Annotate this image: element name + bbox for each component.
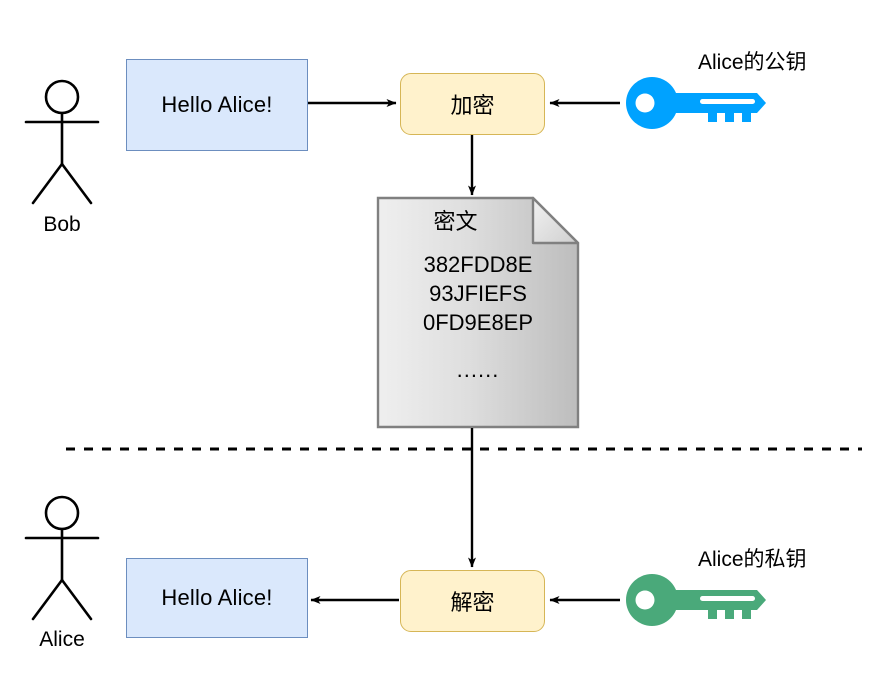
public-key-label: Alice的公钥 xyxy=(698,51,807,74)
actor-alice-leg-right xyxy=(60,578,93,621)
actor-alice-head xyxy=(44,495,80,531)
decrypt-box[interactable]: 解密 xyxy=(400,570,545,632)
plaintext-text-sender: Hello Alice! xyxy=(161,92,273,117)
public-key-icon xyxy=(626,77,766,129)
actor-alice-leg-left xyxy=(31,578,64,621)
actor-bob-figure xyxy=(24,79,100,205)
actor-label-bob: Bob xyxy=(43,213,81,236)
private-key-icon xyxy=(626,574,766,626)
ciphertext-title: 密文 xyxy=(433,209,478,234)
decrypt-label: 解密 xyxy=(450,590,495,615)
actor-bob-head xyxy=(44,79,80,115)
ciphertext-ellipsis: ...... xyxy=(456,357,500,382)
document-folded-corner xyxy=(531,196,580,245)
private-key-label: Alice的私钥 xyxy=(698,548,807,571)
encrypt-label: 加密 xyxy=(450,93,495,118)
actor-label-alice: Alice xyxy=(39,628,85,651)
actor-alice-figure xyxy=(24,495,100,621)
actor-bob-leg-left xyxy=(31,162,64,205)
plaintext-box-sender[interactable]: Hello Alice! xyxy=(126,59,308,151)
encrypt-box[interactable]: 加密 xyxy=(400,73,545,135)
plaintext-text-receiver: Hello Alice! xyxy=(161,585,273,610)
ciphertext-body: 382FDD8E 93JFIEFS 0FD9E8EP xyxy=(422,252,534,336)
actor-bob-leg-right xyxy=(60,162,93,205)
plaintext-box-receiver[interactable]: Hello Alice! xyxy=(126,558,308,638)
